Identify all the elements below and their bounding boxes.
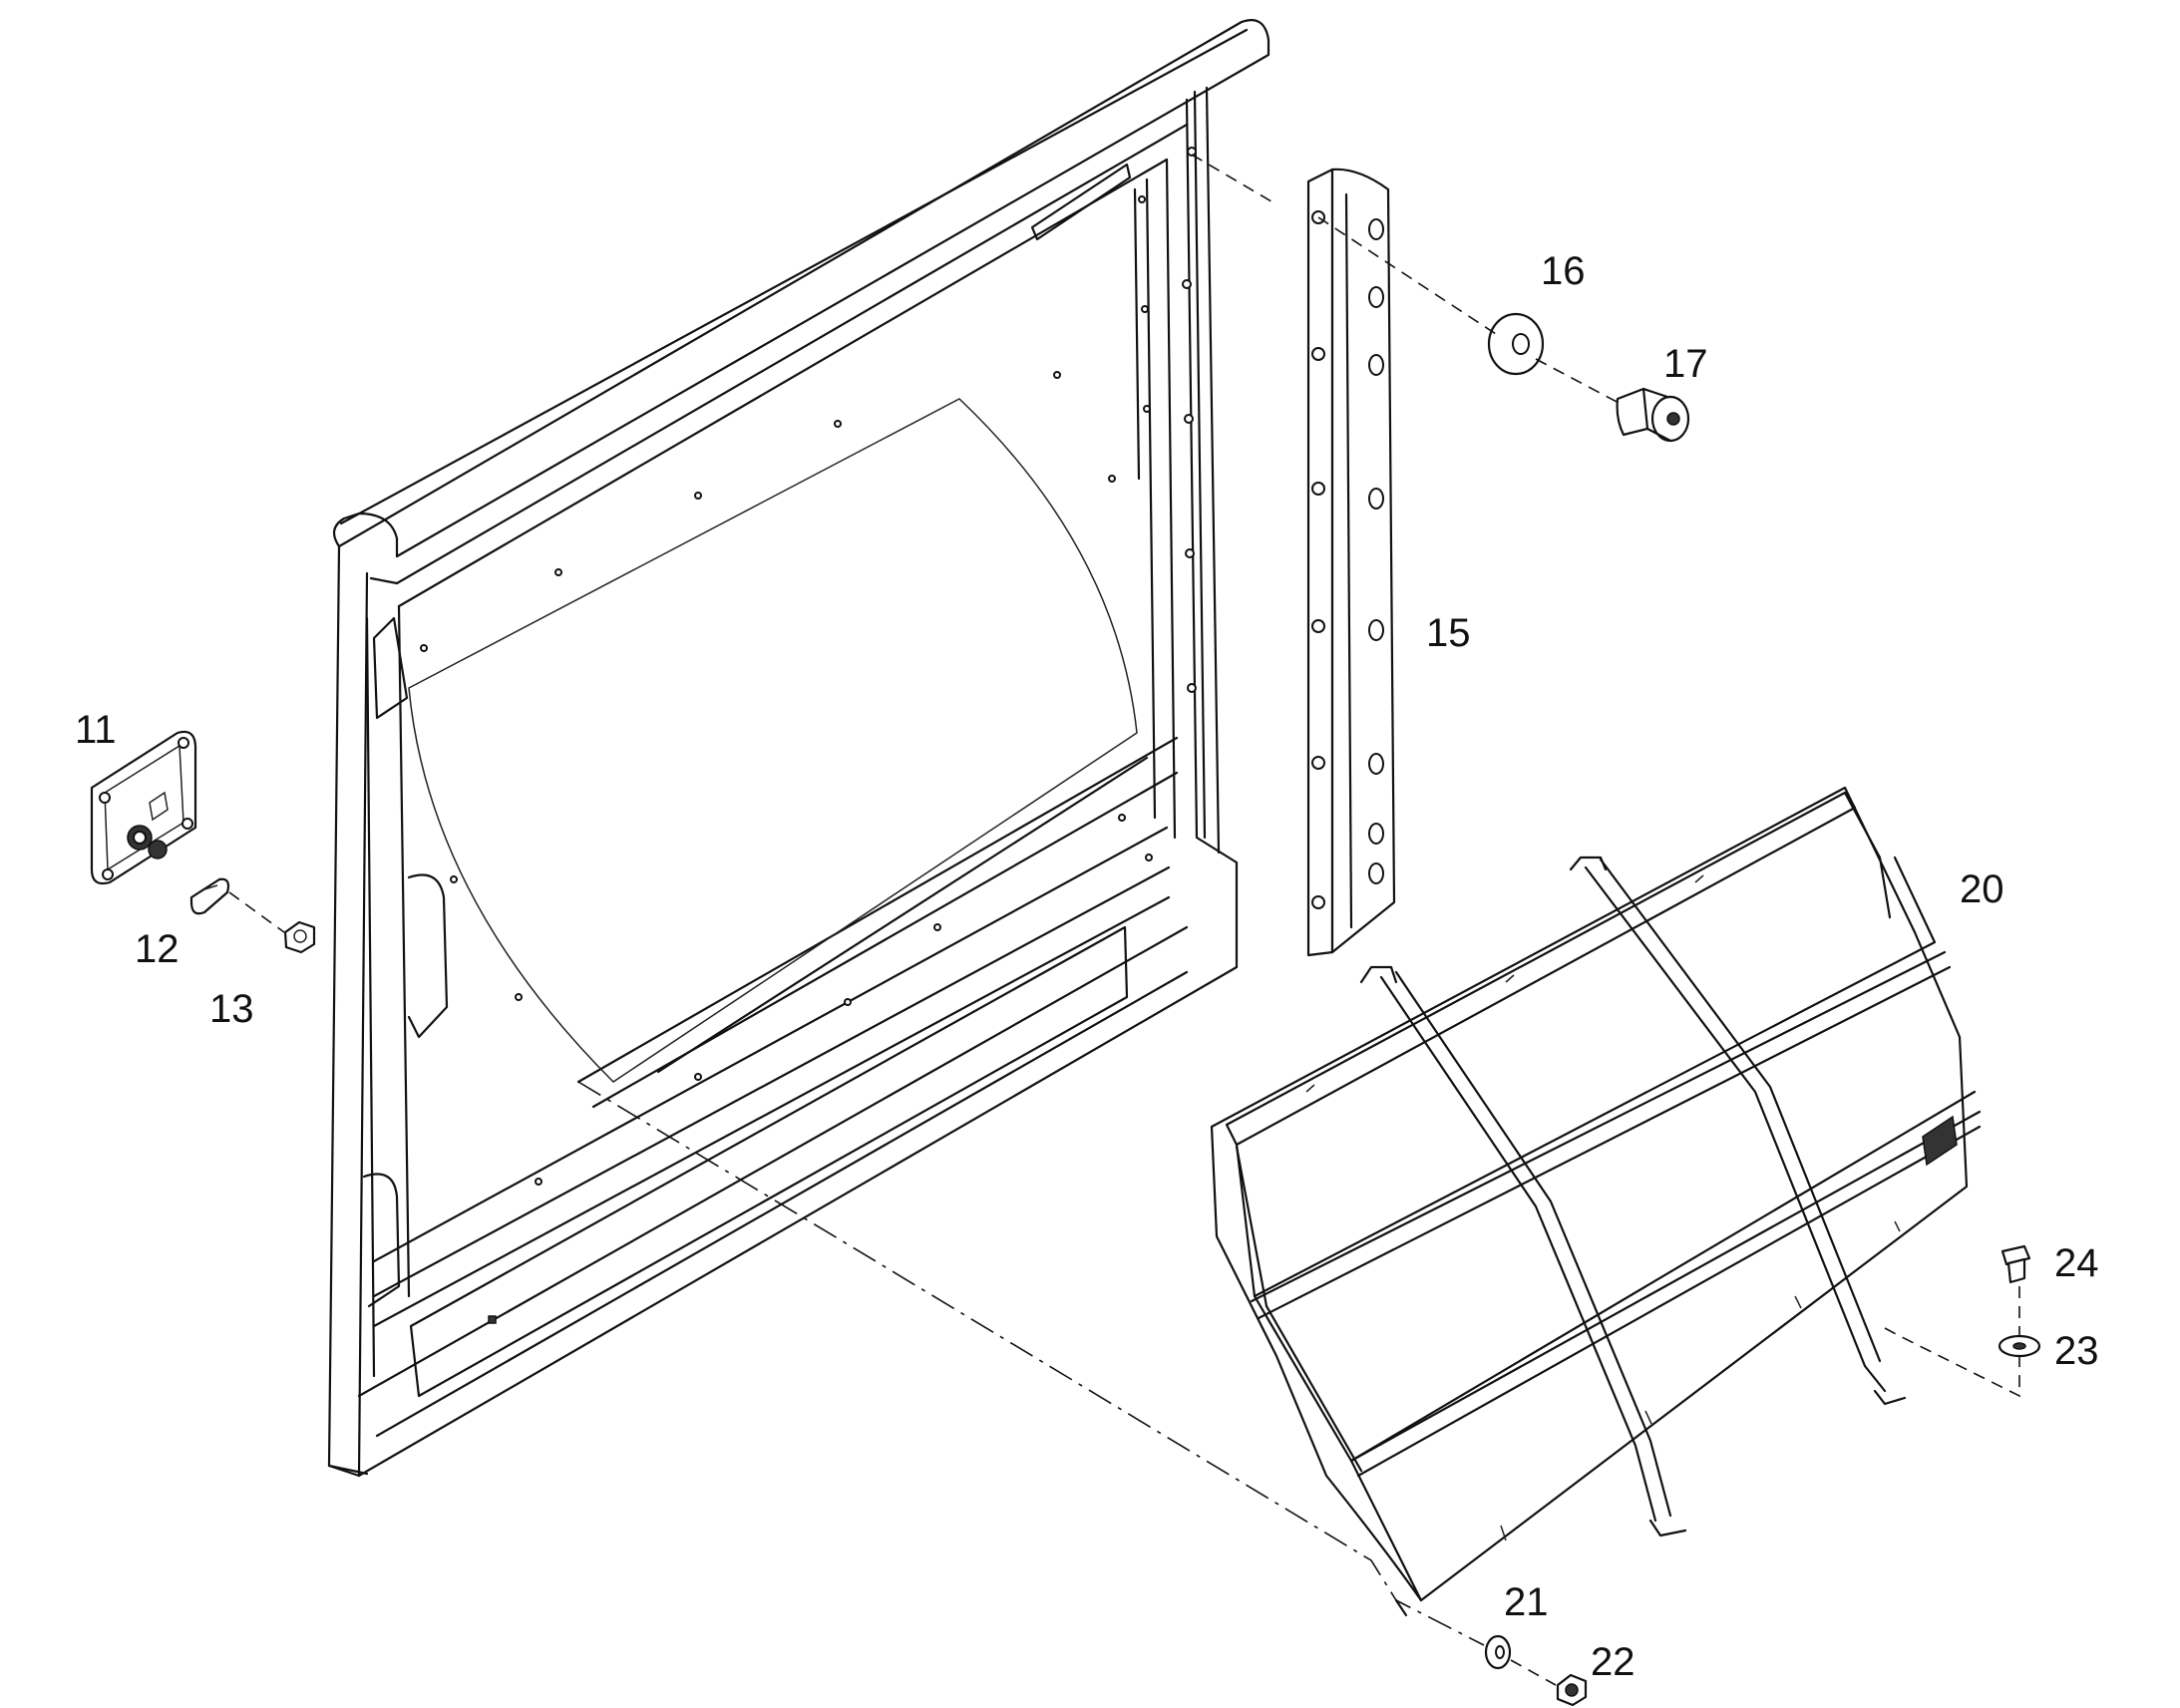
leader-frame-21-22 xyxy=(577,1081,1485,1646)
leader-15-16 xyxy=(1317,216,1497,335)
part-16-washer xyxy=(1487,312,1545,376)
part-15-hinge-strip xyxy=(1306,168,1396,957)
leader-16-17 xyxy=(1535,358,1622,405)
callout-16: 16 xyxy=(1541,249,1586,293)
callout-22: 22 xyxy=(1591,1640,1635,1684)
callout-24: 24 xyxy=(2054,1241,2099,1285)
door-frame xyxy=(327,19,1271,1478)
part-13-nut xyxy=(283,920,316,954)
part-21-washer xyxy=(1484,1634,1512,1670)
part-12-clip xyxy=(189,877,230,915)
callout-21: 21 xyxy=(1504,1580,1549,1624)
part-20-cover-panel xyxy=(1210,786,1982,1617)
callout-23: 23 xyxy=(2054,1329,2099,1373)
callout-13: 13 xyxy=(209,987,254,1031)
part-24-bolt xyxy=(2000,1244,2031,1284)
callout-17: 17 xyxy=(1663,342,1708,386)
leader-panel-23 xyxy=(1884,1327,2020,1398)
callout-12: 12 xyxy=(135,927,180,971)
leader-15-17 xyxy=(1191,154,1277,205)
leader-21-22 xyxy=(1510,1659,1557,1686)
callout-15: 15 xyxy=(1426,611,1471,655)
callout-20: 20 xyxy=(1960,867,2004,911)
part-17-screw xyxy=(1616,387,1690,443)
part-11-switch-plate xyxy=(90,730,197,885)
callout-11: 11 xyxy=(75,708,117,752)
part-22-nut xyxy=(1556,1673,1588,1707)
part-23-washer xyxy=(1998,1334,2041,1358)
leader-11-13 xyxy=(228,891,285,933)
